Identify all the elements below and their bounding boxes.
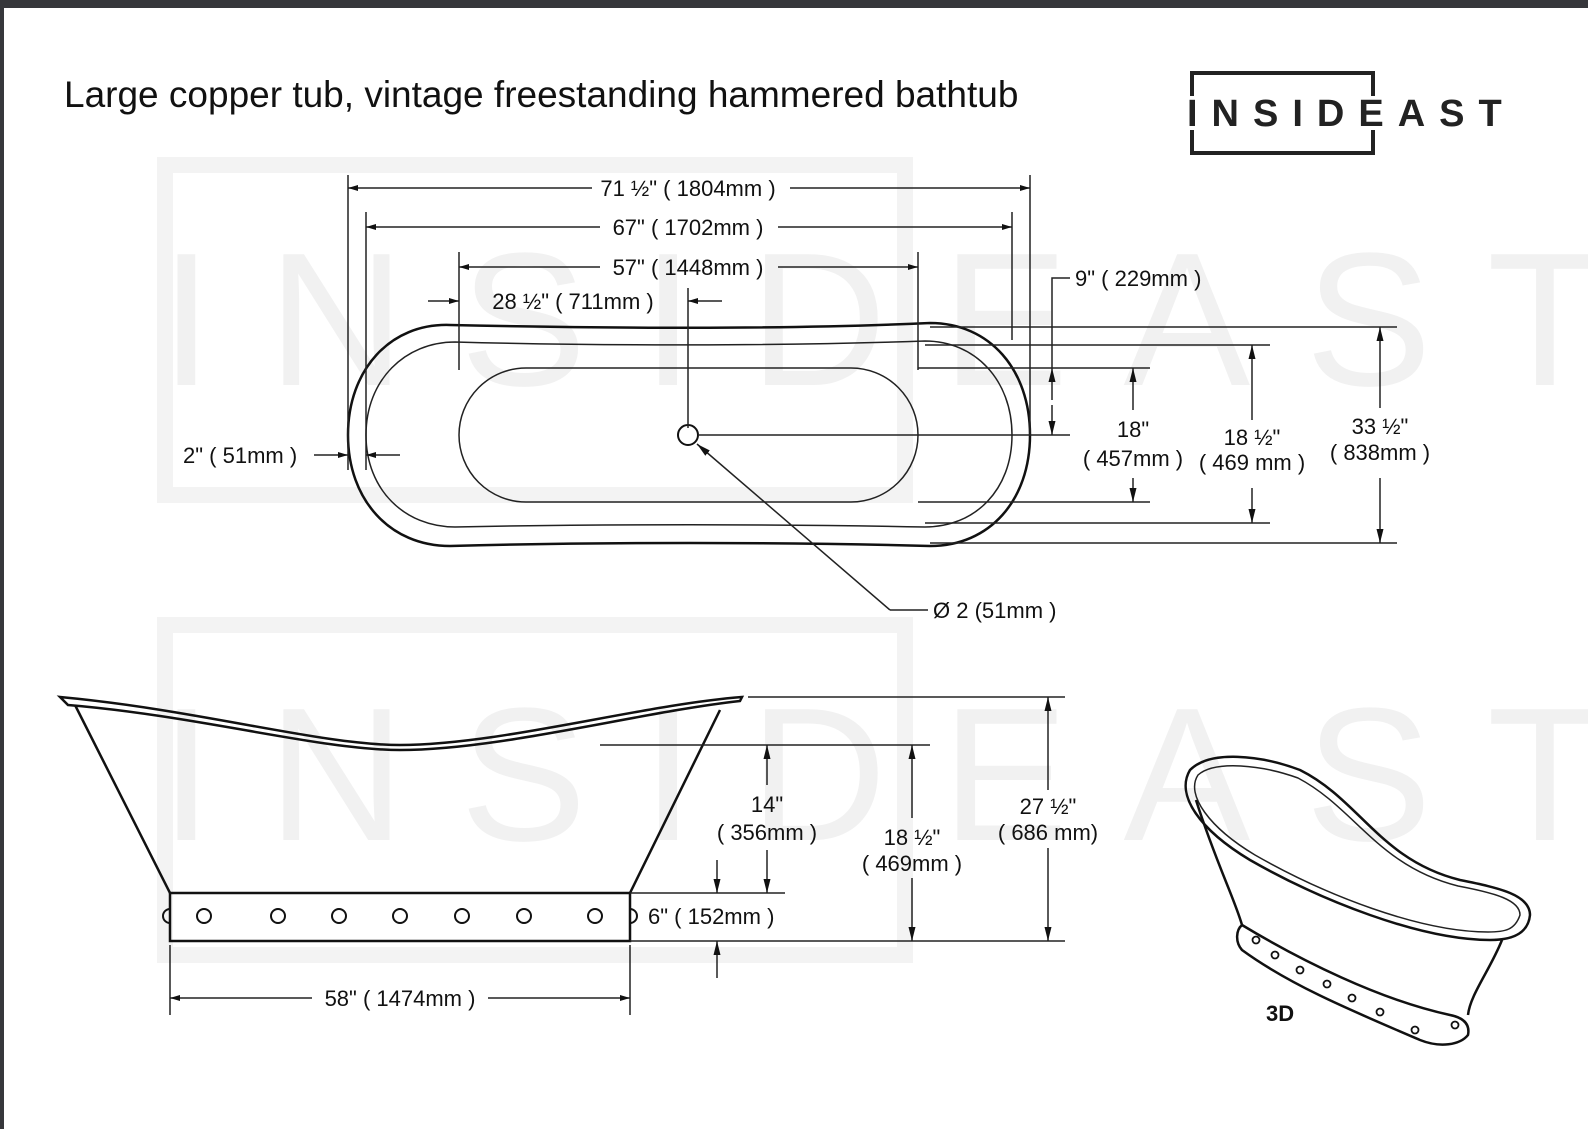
dim-overall-length: 71 ½" ( 1804mm ) <box>600 176 775 201</box>
dim-overall-width-mm: ( 838mm ) <box>1330 440 1430 465</box>
dim-center-height-in: 18 ½" <box>884 825 941 850</box>
window-left-border <box>0 0 4 1129</box>
dim-basin-width-mm: ( 457mm ) <box>1083 446 1183 471</box>
tub-rim-outline <box>365 340 1013 528</box>
watermark: INSIDEAST INSIDEAST <box>157 157 1588 963</box>
dim-depth-mm: ( 356mm ) <box>717 820 817 845</box>
side-rim <box>56 695 745 752</box>
dim-basin-width-in: 18" <box>1117 417 1149 442</box>
dim-drain-offset: 28 ½" ( 711mm ) <box>492 289 653 314</box>
3d-view: 3D <box>1184 755 1532 1046</box>
base-rivets <box>162 908 638 924</box>
dim-rim-width-in: 18 ½" <box>1224 425 1281 450</box>
dim-rim-width-mm: ( 469 mm ) <box>1199 450 1305 475</box>
dim-rim-thickness: 2" ( 51mm ) <box>183 443 297 468</box>
dim-center-height-mm: ( 469mm ) <box>862 851 962 876</box>
side-base <box>168 891 632 943</box>
dim-base-height: 6" ( 152mm ) <box>648 904 774 929</box>
top-view: 71 ½" ( 1804mm ) 67" ( 1702mm ) 57" ( 14… <box>183 175 1430 623</box>
svg-text:INSIDEAST: INSIDEAST <box>160 669 1588 881</box>
tub-outer-outline <box>346 321 1032 548</box>
page-title: Large copper tub, vintage freestanding h… <box>64 74 1018 115</box>
dim-total-height-in: 27 ½" <box>1020 794 1077 819</box>
side-view: 27 ½" ( 686 mm) 18 ½" ( 469mm ) 14" ( 35… <box>56 695 1098 1015</box>
window-top-bar <box>0 0 1588 8</box>
dim-overall-width-in: 33 ½" <box>1352 414 1409 439</box>
3d-view-label: 3D <box>1266 1001 1294 1026</box>
svg-text:INSIDEAST: INSIDEAST <box>1187 93 1516 135</box>
svg-text:INSIDEAST: INSIDEAST <box>160 214 1588 426</box>
dim-drain-diameter: Ø 2 (51mm ) <box>933 598 1056 623</box>
dim-depth-in: 14" <box>751 792 783 817</box>
dim-drain-from-basin: 9" ( 229mm ) <box>1075 266 1201 291</box>
dim-basin-length: 57" ( 1448mm ) <box>613 255 764 280</box>
dim-rim-length: 67" ( 1702mm ) <box>613 215 764 240</box>
insideast-logo: INSIDEAST <box>1187 71 1516 155</box>
dim-base-length: 58" ( 1474mm ) <box>325 986 476 1011</box>
dim-total-height-mm: ( 686 mm) <box>998 820 1098 845</box>
